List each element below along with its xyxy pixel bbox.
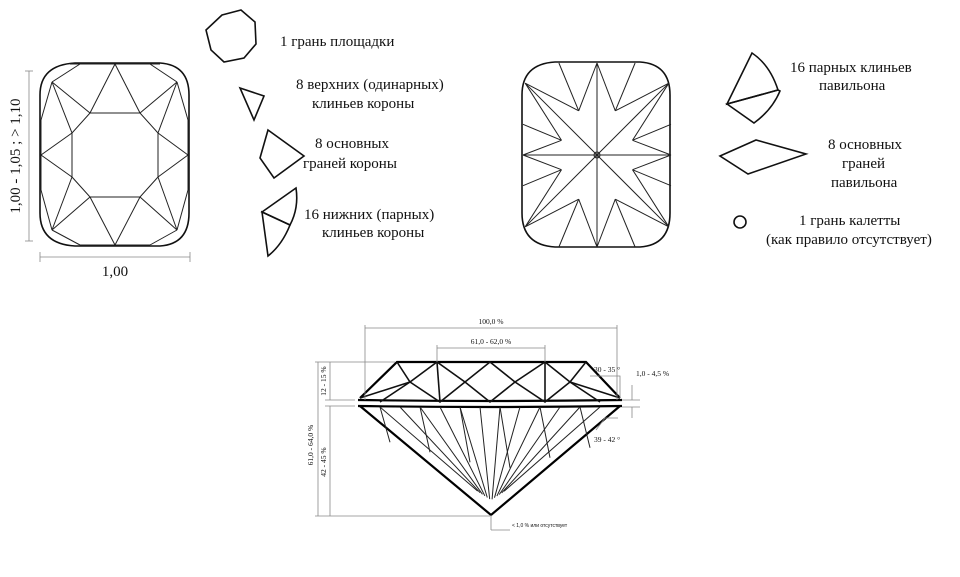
width-ratio-label: 1,00 [102,264,128,280]
pavilion-main-label-3: павильона [831,175,898,191]
octagon-table-icon [205,9,257,63]
pavilion-facet-labels: 16 парных клиньев павильона 8 основных г… [766,60,932,248]
girdle-thickness-label: 1,0 - 4,5 % [636,369,669,378]
pavilion-main-label-1: 8 основных [828,137,902,153]
culet-circle-icon [733,215,747,229]
lower-girdle-label-2: павильона [819,78,886,94]
pavilion-bottom-view [521,61,672,248]
star-facet-label-1: 8 верхних (одинарных) [296,77,444,93]
total-depth-label: 61,0 - 64,0 % [306,425,315,466]
profile-dimensions: 100,0 % 61,0 - 62,0 % 30 - 35 ° 1,0 - 4,… [306,317,669,517]
crown-height-label: 12 - 15 % [319,366,328,395]
lower-girdle-label-1: 16 парных клиньев [790,60,912,76]
pavilion-main-label-2: граней [842,156,885,172]
table-width-label: 61,0 - 62,0 % [471,337,512,346]
star-facet-label-2: клиньев короны [312,96,414,112]
table-facet-label: 1 грань площадки [280,34,394,50]
culet-label-2: (как правило отсутствует) [766,232,932,248]
culet-label-1: 1 грань калетты [799,213,900,229]
crown-angle-label: 30 - 35 ° [594,365,620,374]
kite-main-crown-icon [259,128,306,180]
crown-top-view: 1,00 1,00 - 1,05 ; > 1,10 [8,62,191,280]
main-crown-label-1: 8 основных [315,136,389,152]
total-width-label: 100,0 % [479,317,504,326]
culet-size-label: < 1,0 % или отсутствует [512,523,568,529]
side-profile-view: < 1,0 % или отсутствует [357,360,623,531]
upper-girdle-label-1: 16 нижних (парных) [304,207,434,223]
split-upper-girdle-icon [260,186,298,258]
pavilion-depth-label: 42 - 45 % [319,447,328,476]
split-lower-girdle-icon [725,51,782,124]
rhombus-pavilion-main-icon [718,139,809,175]
main-crown-label-2: граней короны [303,156,397,172]
triangle-star-facet-icon [238,86,266,123]
crown-facet-labels: 1 грань площадки 8 верхних (одинарных) к… [280,34,444,241]
upper-girdle-label-2: клиньев короны [322,225,424,241]
length-ratio-label: 1,00 - 1,05 ; > 1,10 [8,98,24,213]
pavilion-angle-label: 39 - 42 ° [594,435,620,444]
